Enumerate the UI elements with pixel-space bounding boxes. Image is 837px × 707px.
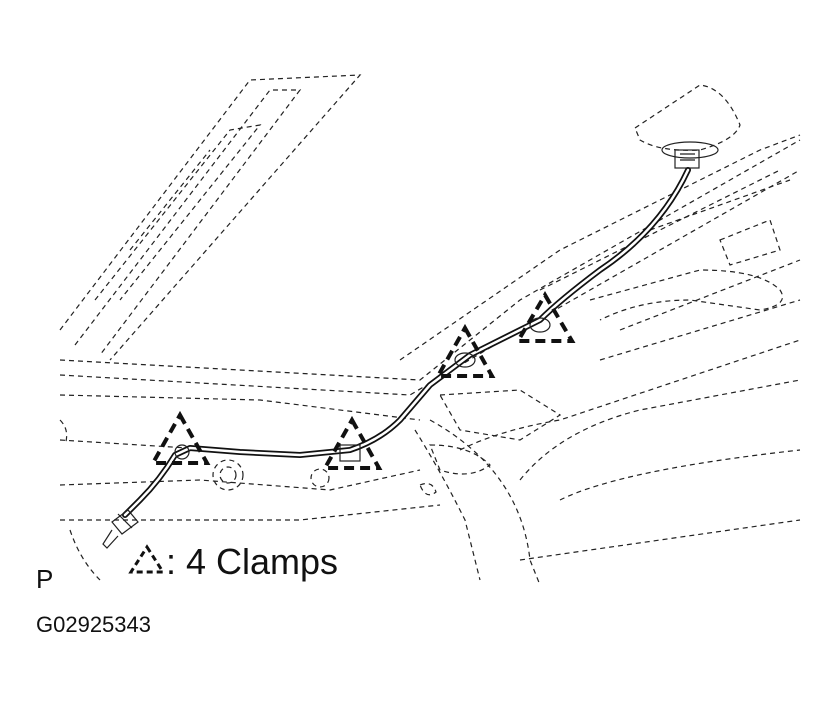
clamp-triangle-icon: [514, 291, 576, 343]
legend: : 4 Clamps: [128, 541, 338, 582]
antenna-cable: [122, 167, 691, 518]
clamp-triangle-icon: [128, 544, 166, 574]
clamp-bodies: [174, 317, 551, 462]
antenna-base: [634, 84, 741, 169]
corner-letter: P: [36, 564, 53, 594]
vehicle-body-outline: [59, 74, 801, 586]
clamp-triangle-icon: [434, 323, 496, 378]
figure-code: G02925343: [36, 612, 151, 637]
clamp-triangle-icon: [321, 415, 383, 470]
legend-text: : 4 Clamps: [166, 541, 338, 582]
clamp-triangle-icon: [149, 410, 211, 465]
clamp-markers: [149, 291, 576, 470]
cable-connector: [102, 509, 139, 549]
